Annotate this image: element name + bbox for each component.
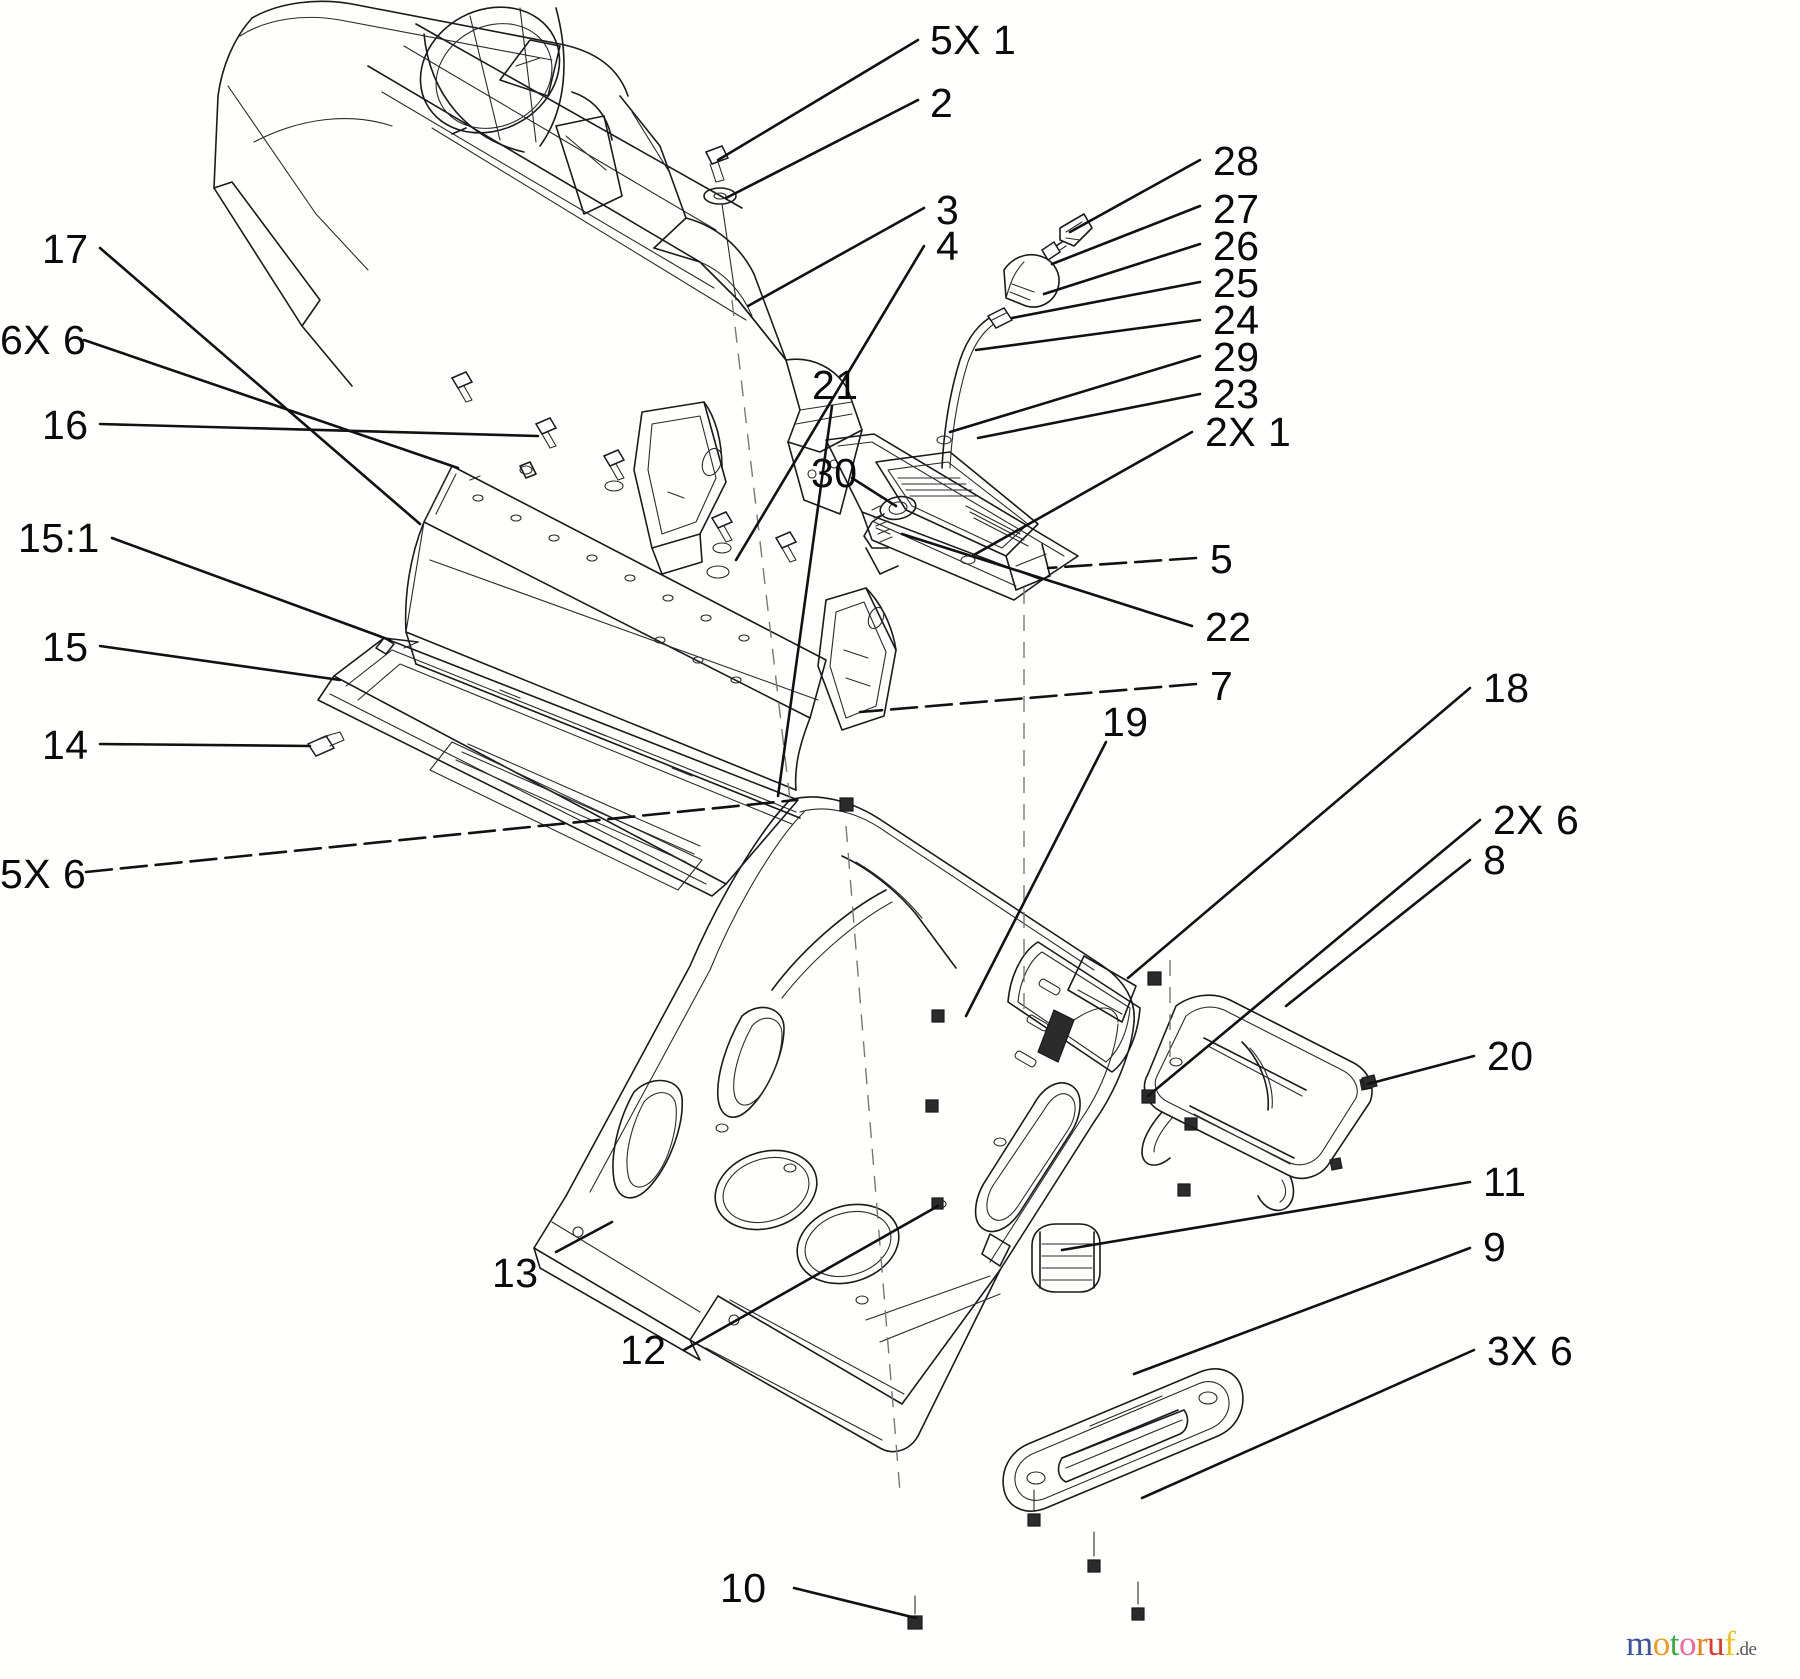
watermark-letter-o2: o — [1678, 1624, 1697, 1663]
callout-24[interactable]: 24 — [1213, 297, 1260, 343]
lower-handle-part-9 — [1002, 1368, 1244, 1621]
callout-5[interactable]: 5 — [1210, 536, 1234, 582]
callout-16[interactable]: 16 — [42, 402, 89, 448]
watermark-letter-m: m — [1626, 1624, 1653, 1663]
callout-18[interactable]: 18 — [1483, 665, 1530, 711]
scoop-housing-part-16 — [404, 461, 827, 819]
callout-6x6[interactable]: 6X 6 — [0, 317, 87, 363]
callout-13[interactable]: 13 — [492, 1250, 539, 1296]
crank-rod-and-knob — [941, 213, 1093, 469]
callout-26[interactable]: 26 — [1213, 223, 1260, 269]
callout-2x6[interactable]: 2X 6 — [1493, 797, 1580, 843]
callout-22[interactable]: 22 — [1205, 604, 1252, 650]
screw-part-18 — [1147, 971, 1162, 986]
callout-2[interactable]: 2 — [930, 80, 954, 126]
scraper-blade-part-15 — [306, 637, 799, 897]
watermark-letter-u: u — [1707, 1624, 1725, 1663]
watermark-letter-r: r — [1695, 1624, 1708, 1663]
callout-17[interactable]: 17 — [42, 226, 89, 272]
callout-10[interactable]: 10 — [720, 1565, 767, 1611]
small-fasteners — [839, 797, 1378, 1630]
callout-5x6[interactable]: 5X 6 — [0, 851, 87, 897]
callout-29[interactable]: 29 — [1213, 334, 1260, 380]
callout-4[interactable]: 4 — [936, 223, 960, 269]
callout-20[interactable]: 20 — [1487, 1033, 1534, 1079]
nut-part-10 — [907, 1615, 923, 1630]
callout-5x1[interactable]: 5X 1 — [930, 17, 1017, 63]
watermark-letter-f: f — [1724, 1624, 1736, 1663]
control-panel-assembly — [825, 433, 1079, 601]
callout-15[interactable]: 15 — [42, 624, 89, 670]
chute-hood-assembly — [213, 0, 863, 515]
screw-part-12 — [931, 1197, 944, 1210]
callout-3x6[interactable]: 3X 6 — [1487, 1328, 1574, 1374]
bolt-part-14 — [306, 731, 345, 757]
callout-7[interactable]: 7 — [1210, 663, 1234, 709]
chute-bracket — [633, 401, 727, 575]
watermark-suffix: .de — [1735, 1639, 1757, 1660]
screw-part-20 — [1361, 1074, 1378, 1090]
callout-11[interactable]: 11 — [1483, 1159, 1527, 1205]
cable-clip-part-11 — [1031, 1223, 1101, 1293]
centre-lines — [731, 299, 1171, 1493]
callout-9[interactable]: 9 — [1483, 1224, 1507, 1270]
grip-bracket-part-7 — [817, 587, 897, 731]
callout-21[interactable]: 21 — [812, 362, 859, 408]
callout-15-1[interactable]: 15:1 — [18, 515, 100, 561]
callout-27[interactable]: 27 — [1213, 186, 1260, 232]
callout-3[interactable]: 3 — [936, 187, 960, 233]
callout-8[interactable]: 8 — [1483, 837, 1507, 883]
watermark-letter-t: t — [1669, 1624, 1680, 1663]
screw-part-5x6 — [839, 797, 854, 812]
callout-25[interactable]: 25 — [1213, 260, 1260, 306]
callout-14[interactable]: 14 — [42, 722, 89, 768]
callout-19[interactable]: 19 — [1102, 699, 1149, 745]
leader-lines — [82, 38, 1482, 1620]
callout-28[interactable]: 28 — [1213, 138, 1260, 184]
callout-2x1[interactable]: 2X 1 — [1205, 409, 1292, 455]
callout-23[interactable]: 23 — [1213, 371, 1260, 417]
nut-and-washer-top — [703, 145, 737, 301]
lower-housing-part-13 — [533, 796, 1198, 1453]
handle-frame-part-8 — [1141, 994, 1373, 1212]
callout-12[interactable]: 12 — [620, 1327, 667, 1373]
fasteners-screws-part-6 — [450, 371, 798, 579]
callout-30[interactable]: 30 — [811, 450, 858, 496]
site-watermark: motoruf.de — [1626, 1624, 1757, 1663]
watermark-letter-o1: o — [1652, 1624, 1671, 1663]
